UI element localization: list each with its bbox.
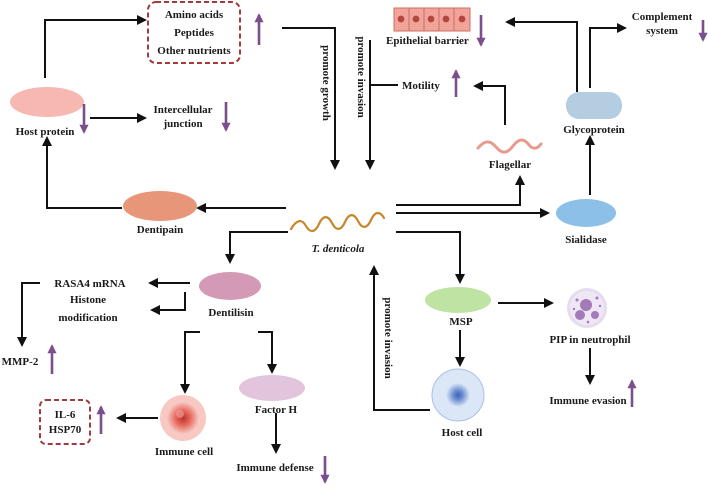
arrow-dentilisin-to-factorh [258, 331, 277, 374]
glycoprotein-shape [566, 92, 622, 119]
arrow-dentipain-to-hostprotein [42, 136, 122, 209]
label-histone-1: Histone [70, 294, 106, 306]
label-pip: PIP in neutrophil [549, 334, 630, 346]
label-glycoprotein: Glycoprotein [563, 124, 625, 136]
sialidase-ellipse [556, 199, 616, 227]
label-immune-defense: Immune defense [236, 462, 313, 474]
label-mmp2: MMP-2 [2, 356, 39, 368]
label-msp: MSP [449, 316, 473, 328]
spirochete-icon [289, 211, 386, 233]
edge-label-promote-invasion-bottom: promote invasion [382, 297, 394, 378]
il6-hsp70-box [39, 399, 91, 445]
label-dentilisin: Dentilisin [208, 307, 253, 319]
factor-h-ellipse [239, 375, 305, 401]
label-complement-1: Complement [632, 11, 693, 23]
arrows [17, 15, 627, 454]
label-host-cell: Host cell [442, 427, 483, 439]
arrow-hostcell-to-center [369, 265, 430, 411]
host-protein-ellipse [10, 87, 84, 117]
label-junction-1: Intercellular [153, 104, 212, 116]
label-histone-2: modification [58, 312, 117, 324]
arrow-glycoprotein-to-complement [589, 23, 627, 88]
flagellar-wave [476, 138, 543, 154]
arrow-center-to-dentilisin [225, 231, 288, 264]
edge-label-promote-invasion-top: promote invasion [355, 36, 367, 117]
label-epithelial-barrier: Epithelial barrier [386, 35, 469, 47]
shapes [10, 1, 622, 445]
label-flagellar: Flagellar [489, 159, 531, 171]
arrow-dentilisin-to-immunecell [180, 331, 200, 394]
label-amino-acids: Amino acids [165, 9, 224, 21]
label-motility: Motility [402, 80, 440, 92]
edge-label-promote-growth: promote growth [320, 45, 332, 121]
arrow-center-to-flagellar [396, 175, 525, 206]
immune-cell-icon [160, 395, 206, 441]
label-host-protein: Host protein [16, 126, 75, 138]
dentilisin-ellipse [199, 272, 261, 300]
arrow-to-mmp2 [17, 282, 40, 347]
label-factor-h: Factor H [255, 404, 298, 416]
label-il6: IL-6 [55, 409, 76, 421]
label-center-organism: T. denticola [312, 243, 365, 255]
label-immune-evasion: Immune evasion [549, 395, 626, 407]
neutrophil-icon [567, 288, 607, 328]
label-complement-2: system [646, 25, 678, 37]
dentipain-ellipse [123, 191, 197, 221]
label-hsp70: HSP70 [49, 424, 82, 436]
labels: Amino acids Peptides Other nutrients Epi… [2, 9, 693, 474]
label-dentipain: Dentipain [137, 224, 183, 236]
label-junction-2: junction [162, 118, 202, 130]
arrow-nutrients-to-center [282, 27, 340, 170]
arrow-flagellar-to-motility [473, 81, 506, 125]
epithelial-barrier-cells [393, 7, 471, 32]
arrow-glycoprotein-to-epithelial [505, 17, 578, 92]
arrow-hostprotein-to-nutrients [44, 15, 147, 78]
label-peptides: Peptides [174, 27, 214, 39]
indicators [47, 13, 708, 484]
host-cell-icon [431, 368, 485, 422]
msp-ellipse [425, 287, 491, 313]
label-sialidase: Sialidase [565, 234, 607, 246]
arrow-center-to-msp [396, 231, 465, 284]
label-rasa4: RASA4 mRNA [54, 278, 125, 290]
label-immune-cell: Immune cell [155, 446, 213, 458]
arrow-dentilisin-to-histone [150, 292, 186, 315]
label-other-nutrients: Other nutrients [157, 45, 231, 57]
nutrients-box [147, 1, 241, 64]
